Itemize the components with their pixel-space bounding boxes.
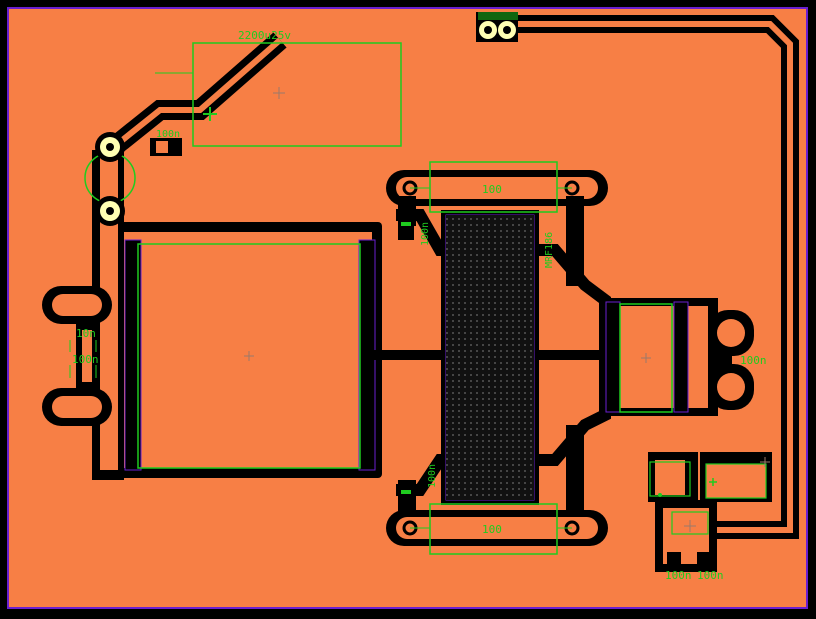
cap-big-label: 2200u25v <box>238 29 291 42</box>
left-caps-trace <box>82 330 92 382</box>
res-top-label: 100 <box>482 183 502 196</box>
transformer-right-outline <box>619 303 673 413</box>
cap-small-top-label: 100n <box>156 129 180 140</box>
right-pad-top <box>717 319 745 347</box>
pad-top-hole <box>106 143 114 151</box>
cap-big-outline <box>192 42 402 147</box>
transformer-left-winding-1 <box>124 239 142 471</box>
cap-right-top-body <box>398 218 414 240</box>
reg-dot-1 <box>658 493 662 497</box>
reg-outline-3 <box>671 511 709 535</box>
res-bottom-copper <box>396 517 598 539</box>
transformer-right-winding-1 <box>605 301 621 413</box>
board-outline <box>7 7 808 609</box>
right-pad-bottom <box>717 373 745 401</box>
res-top-outline <box>429 161 558 213</box>
top-connector-silk <box>478 12 518 20</box>
left-pad-top <box>52 294 102 316</box>
cap-right-top-mark <box>401 222 411 226</box>
res-bottom-label: 100 <box>482 523 502 536</box>
cap-right-bottom-label: 100n <box>427 464 438 488</box>
cap-right-bottom-mark <box>401 490 411 494</box>
split-gap-right <box>535 350 615 360</box>
transistor-label: MRF186 <box>544 232 555 268</box>
cap-right-mid-label: 100n <box>740 354 767 367</box>
reg-copper-1 <box>655 460 685 495</box>
reg-outline-2 <box>705 463 767 499</box>
cap-left-1-label: 10n <box>76 327 96 340</box>
top-connector-hole-2 <box>503 26 511 34</box>
cap-right-mid-body <box>718 350 732 368</box>
res-top-right-leg <box>566 196 584 286</box>
cap-left-2-label: 100n <box>72 353 99 366</box>
res-bottom-right-leg <box>566 425 584 515</box>
pad-bottom-hole <box>106 207 114 215</box>
cap-bottom-1-body <box>667 552 681 568</box>
cap-bottom-1-label: 100n <box>665 569 692 582</box>
cap-bottom-2-body <box>697 552 711 568</box>
split-gap-left <box>372 350 452 360</box>
top-connector-hole-1 <box>484 26 492 34</box>
transformer-right-copper <box>608 306 708 408</box>
left-pad-bottom <box>52 396 102 418</box>
transformer-left-copper <box>102 232 372 468</box>
cap-small-top-pad <box>156 141 168 153</box>
transistor-via-grid <box>446 215 534 500</box>
res-bottom-outline <box>429 503 558 555</box>
transformer-right-winding-2 <box>673 301 689 413</box>
res-top-copper <box>396 177 598 199</box>
trace-cap <box>108 37 282 153</box>
reg-outline-1 <box>649 461 691 497</box>
cap-right-top-label: 100n <box>420 222 431 246</box>
trace-power <box>488 21 793 533</box>
transformer-left-silkscreen <box>137 243 361 469</box>
cap-bottom-2-label: 100n <box>697 569 724 582</box>
